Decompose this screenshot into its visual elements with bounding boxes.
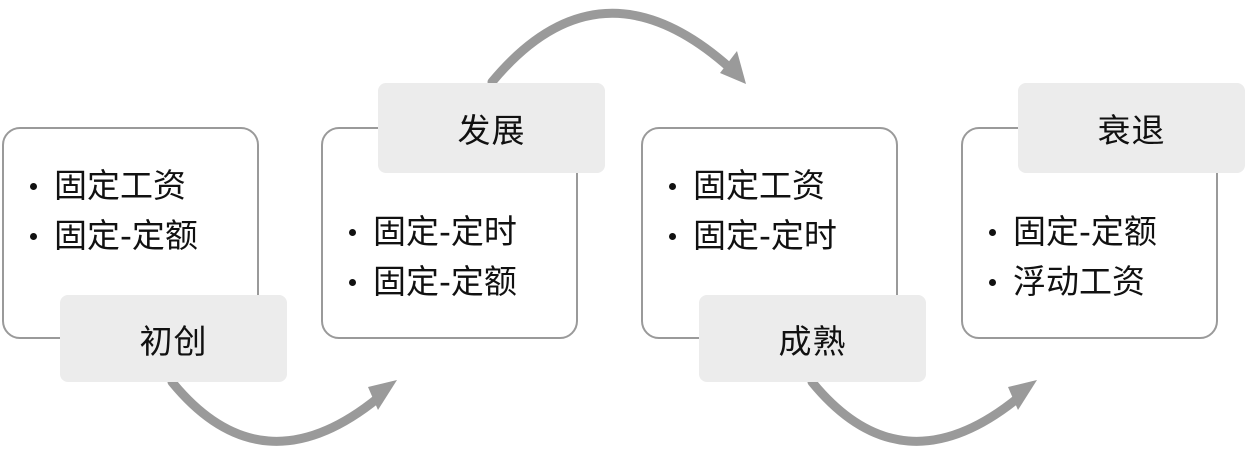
stage-2-list: 固定-定时 固定-定额	[323, 207, 576, 307]
stage-1-list: 固定工资 固定-定额	[4, 161, 257, 261]
stage-3-item-1: 固定工资	[643, 161, 896, 211]
stage-3-item-2: 固定-定时	[643, 211, 896, 261]
arrow-stage1-to-stage2	[167, 377, 383, 446]
arrowhead-stage3-to-stage4	[1008, 380, 1037, 410]
stage-3-list: 固定工资 固定-定时	[643, 161, 896, 261]
stage-1-label: 初创	[60, 295, 287, 382]
stage-2-item-2: 固定-定额	[323, 257, 576, 307]
stage-4-item-2: 浮动工资	[963, 257, 1216, 307]
stage-2-item-1: 固定-定时	[323, 207, 576, 257]
stage-2-label: 发展	[378, 83, 605, 173]
stage-4-item-1: 固定-定额	[963, 207, 1216, 257]
stage-4-list: 固定-定额 浮动工资	[963, 207, 1216, 307]
arrow-stage2-to-stage3	[487, 8, 735, 87]
stage-3-label: 成熟	[699, 295, 926, 382]
arrowhead-stage2-to-stage3	[720, 51, 746, 84]
stage-1-item-1: 固定工资	[4, 161, 257, 211]
arrow-stage3-to-stage4	[807, 377, 1023, 446]
arrowhead-stage1-to-stage2	[368, 380, 397, 410]
stage-1-item-2: 固定-定额	[4, 211, 257, 261]
stage-4-label: 衰退	[1018, 83, 1245, 173]
